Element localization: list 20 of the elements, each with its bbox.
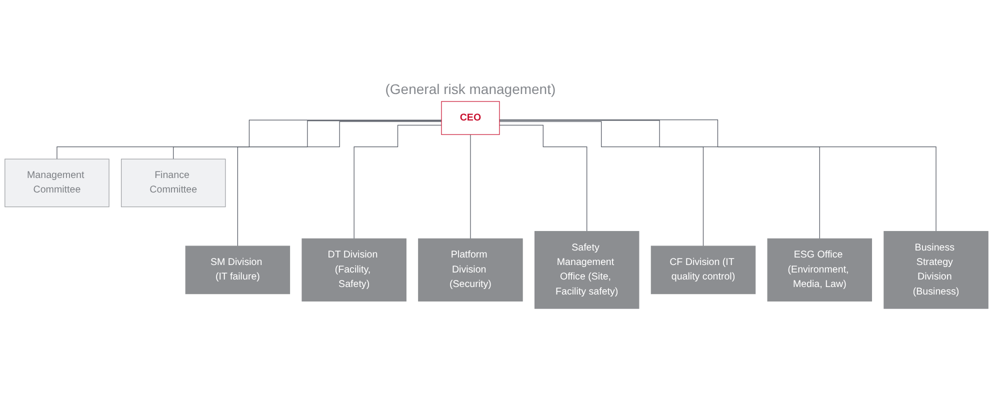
connector [173, 120, 442, 160]
node-box: Platform Division (Security) [418, 238, 523, 302]
node-box: CF Division (IT quality control) [650, 246, 756, 294]
node-box: Safety Management Office (Site, Facility safety) [534, 231, 640, 309]
connector [237, 121, 442, 246]
node-box: SM Division (IT failure) [185, 246, 290, 294]
node-box: Finance Committee [120, 158, 226, 208]
connector [470, 134, 471, 239]
connector [56, 120, 442, 160]
connector [499, 124, 588, 232]
node-note: (General risk management) [385, 81, 556, 98]
connector [354, 124, 442, 239]
node-box: Management Committee [4, 158, 110, 208]
node-box: ESG Office (Environment, Media, Law) [767, 238, 872, 302]
node-box: DT Division (Facility, Safety) [302, 238, 406, 302]
connector [499, 121, 704, 246]
connector [499, 120, 820, 239]
node-box: Business Strategy Division (Business) [884, 231, 988, 309]
node-box: CEO [441, 101, 500, 135]
connector [499, 120, 936, 232]
